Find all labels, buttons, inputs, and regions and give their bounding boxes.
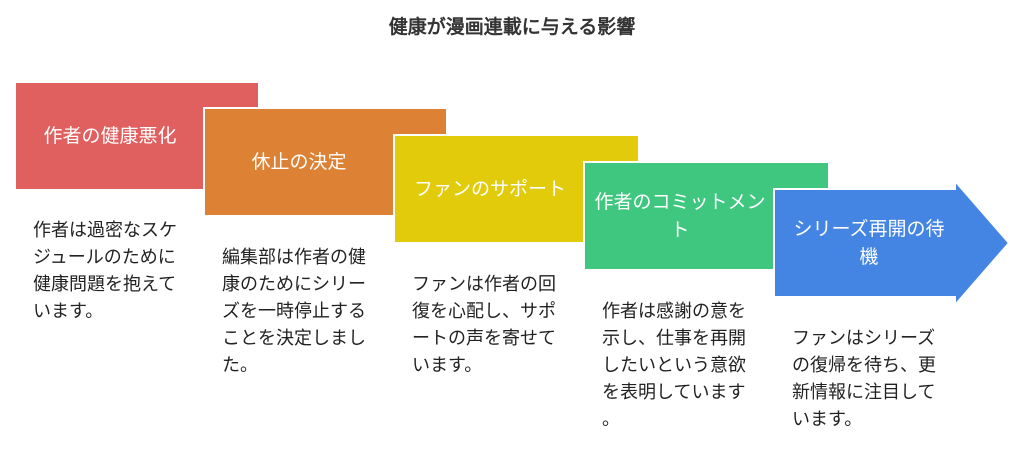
step-5-label: シリーズ再開の待機 — [793, 218, 945, 268]
step-1-description: 作者は過密なスケジュールのために健康問題を抱えています。 — [33, 220, 177, 322]
diagram-title: 健康が漫画連載に与える影響 — [388, 16, 636, 38]
step-3-description: ファンは作者の回復を心配し、サポートの声を寄せています。 — [412, 274, 556, 376]
step-2-description: 編集部は作者の健康のためにシリーズを一時停止することを決定しました。 — [222, 247, 366, 376]
step-5-arrow — [773, 178, 1011, 308]
step-3-label: ファンのサポート — [413, 178, 566, 200]
step-4-description: 作者は感謝の意を示し、仕事を再開したいという意欲を表明しています。 — [602, 301, 746, 430]
step-4-label: 作者のコミットメント — [594, 191, 766, 241]
step-1-label: 作者の健康悪化 — [43, 125, 177, 147]
step-2-label: 休止の決定 — [251, 151, 347, 173]
step-5-description: ファンはシリーズの復帰を待ち、更新情報に注目しています。 — [792, 328, 936, 430]
